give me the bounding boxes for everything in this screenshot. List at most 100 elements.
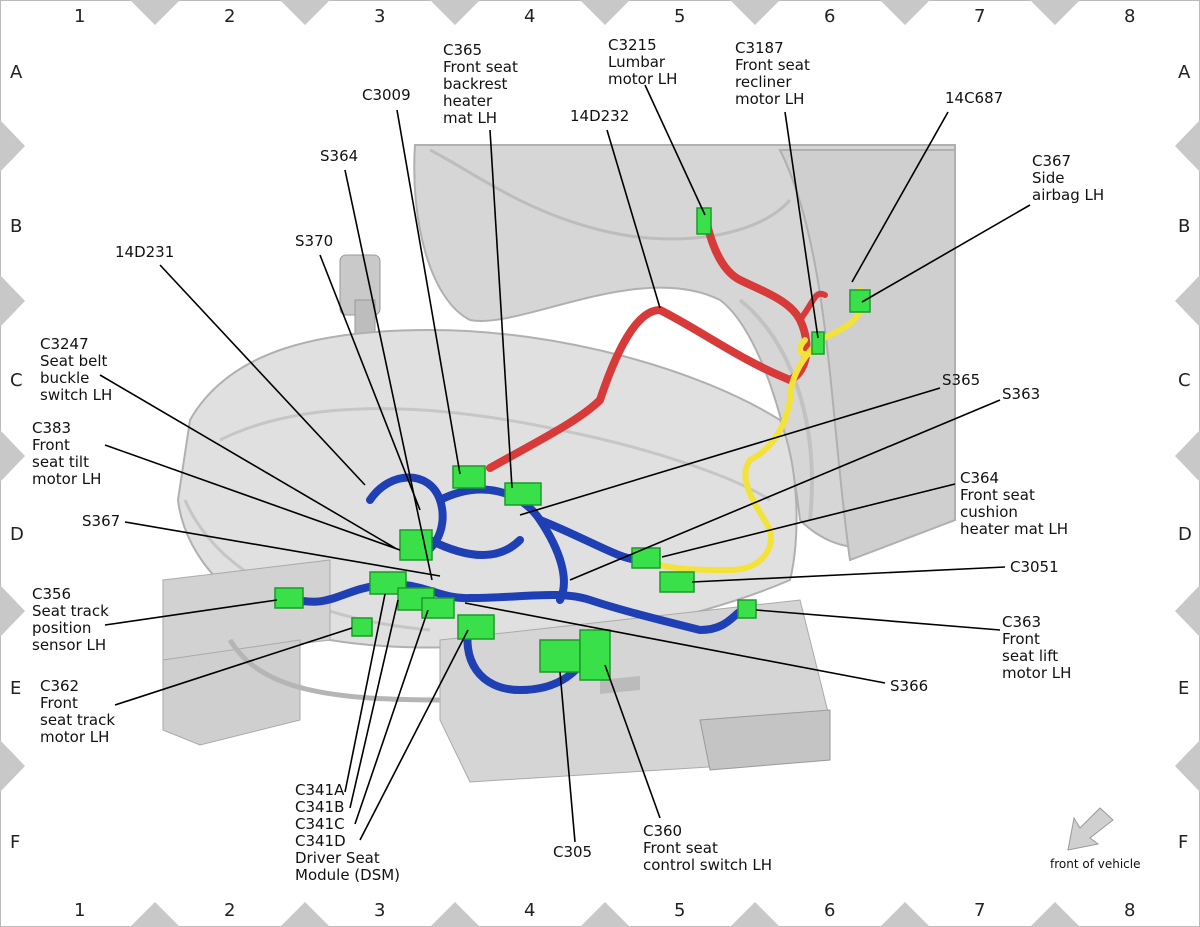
- connector-c341a: [369, 571, 407, 595]
- callout-c341-line: Driver Seat: [295, 849, 380, 867]
- grid-row-left-E: E: [10, 678, 21, 699]
- callout-c365-line: C365: [443, 41, 482, 59]
- callout-s365: S365: [942, 371, 980, 389]
- callout-c365-line: Front seat: [443, 58, 518, 76]
- callout-c362-line: C362: [40, 677, 79, 695]
- callout-c367-line: Side: [1032, 169, 1064, 187]
- callout-c14d232: 14D232: [570, 107, 629, 125]
- callout-c360-line: C360: [643, 822, 682, 840]
- connector-c383: [399, 529, 433, 561]
- callout-c3215-line: Lumbar: [608, 53, 666, 71]
- callout-c341-line: C341B: [295, 798, 344, 816]
- grid-row-right-A: A: [1178, 62, 1191, 83]
- callout-c356-line: sensor LH: [32, 636, 106, 654]
- callout-c3187-line: Front seat: [735, 56, 810, 74]
- callout-c356-line: Seat track: [32, 602, 109, 620]
- callout-c14d231-line: 14D231: [115, 243, 174, 261]
- callout-c341-line: C341D: [295, 832, 346, 850]
- connector-c364: [631, 547, 661, 569]
- connector-c341c: [421, 597, 455, 619]
- grid-col-top-1: 1: [74, 6, 85, 27]
- grid-row-right-B: B: [1178, 216, 1190, 237]
- callout-c364-line: C364: [960, 469, 999, 487]
- connector-c3051: [659, 571, 695, 593]
- callout-s364: S364: [320, 147, 358, 165]
- callout-s370-line: S370: [295, 232, 333, 250]
- connector-c367: [849, 289, 871, 313]
- callout-c363-line: C363: [1002, 613, 1041, 631]
- callout-s366-line: S366: [890, 677, 928, 695]
- callout-c305-line: C305: [553, 843, 592, 861]
- callout-c3009: C3009: [362, 86, 411, 104]
- callout-c383-line: motor LH: [32, 470, 101, 488]
- callout-c356-line: C356: [32, 585, 71, 603]
- callout-c14c687: 14C687: [945, 89, 1003, 107]
- callout-c3247-line: switch LH: [40, 386, 112, 404]
- grid-col-bottom-7: 7: [974, 900, 985, 921]
- grid-col-top-7: 7: [974, 6, 985, 27]
- grid-col-bottom-6: 6: [824, 900, 835, 921]
- callout-c383-line: seat tilt: [32, 453, 89, 471]
- callout-c341-line: C341C: [295, 815, 345, 833]
- callout-c364-line: Front seat: [960, 486, 1035, 504]
- connector-c360: [579, 629, 611, 681]
- callout-c3187-line: C3187: [735, 39, 784, 57]
- callout-s363: S363: [1002, 385, 1040, 403]
- callout-c367-line: airbag LH: [1032, 186, 1104, 204]
- grid-row-right-C: C: [1178, 370, 1191, 391]
- grid-col-bottom-1: 1: [74, 900, 85, 921]
- grid-col-bottom-3: 3: [374, 900, 385, 921]
- harness-red: [486, 211, 828, 472]
- callout-c365-line: backrest: [443, 75, 508, 93]
- grid-col-top-2: 2: [224, 6, 235, 27]
- connector-c305: [539, 639, 581, 673]
- callout-c365-line: heater: [443, 92, 493, 110]
- callout-c3247-line: buckle: [40, 369, 89, 387]
- grid-row-left-F: F: [10, 832, 20, 853]
- connector-c3187: [811, 331, 825, 355]
- arrow-down-left-icon: [1067, 807, 1114, 851]
- callout-c362-line: motor LH: [40, 728, 109, 746]
- callout-c14d231: 14D231: [115, 243, 174, 261]
- callout-c14c687-line: 14C687: [945, 89, 1003, 107]
- grid-col-top-6: 6: [824, 6, 835, 27]
- callout-c3051: C3051: [1010, 558, 1059, 576]
- callout-s367-line: S367: [82, 512, 120, 530]
- callout-c360-line: Front seat: [643, 839, 718, 857]
- callout-c363-line: motor LH: [1002, 664, 1071, 682]
- grid-row-right-F: F: [1178, 832, 1188, 853]
- callout-c3247-line: C3247: [40, 335, 89, 353]
- callout-c356-line: position: [32, 619, 91, 637]
- grid-col-bottom-5: 5: [674, 900, 685, 921]
- callout-c305: C305: [553, 843, 592, 861]
- callout-c383-line: C383: [32, 419, 71, 437]
- connector-c362: [351, 617, 373, 637]
- callout-c367-line: C367: [1032, 152, 1071, 170]
- callout-c362-line: seat track: [40, 711, 115, 729]
- callout-c3247-line: Seat belt: [40, 352, 108, 370]
- grid-col-bottom-2: 2: [224, 900, 235, 921]
- callout-c3009-line: C3009: [362, 86, 411, 104]
- callout-s365-line: S365: [942, 371, 980, 389]
- orientation-indicator: front of vehicle: [1050, 807, 1140, 871]
- grid-col-bottom-4: 4: [524, 900, 535, 921]
- connector-c3009: [452, 465, 486, 489]
- connector-c3215: [696, 207, 712, 235]
